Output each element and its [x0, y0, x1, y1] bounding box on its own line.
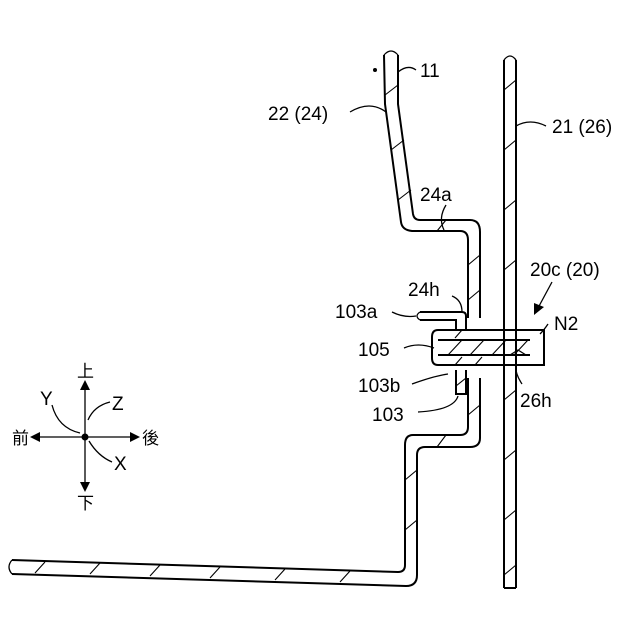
- label-103: 103: [372, 405, 404, 426]
- panel-21: [504, 56, 516, 588]
- label-103b: 103b: [358, 376, 400, 397]
- label-N2: N2: [554, 314, 578, 335]
- arrow-back-icon: [130, 432, 140, 442]
- axis-z-label: Z: [112, 394, 124, 415]
- label-11: 11: [420, 61, 440, 82]
- origin-dot-icon: [82, 434, 89, 441]
- axis-front-label: 前: [12, 429, 29, 449]
- axis-x-label: X: [114, 454, 127, 475]
- bracket-103: [417, 312, 466, 394]
- label-24a: 24a: [420, 185, 452, 206]
- label-21: 21 (26): [552, 117, 612, 138]
- reference-labels: 11 22 (24) 21 (26) 24a 20c (20) 24h 103a…: [268, 61, 612, 426]
- point-11: [373, 68, 377, 72]
- label-26h: 26h: [520, 391, 552, 412]
- axis-down-label: 下: [77, 494, 94, 514]
- axis-up-label: 上: [77, 362, 94, 382]
- axis-y-label: Y: [40, 389, 53, 410]
- arrow-down-icon: [80, 482, 90, 492]
- axis-back-label: 後: [142, 429, 159, 449]
- label-20c: 20c (20): [530, 260, 600, 281]
- fastener-105: [432, 330, 544, 365]
- orientation-indicator: 上 下 前 後 Y Z X: [12, 362, 159, 514]
- label-24h: 24h: [408, 280, 440, 301]
- label-22: 22 (24): [268, 104, 328, 125]
- label-105: 105: [358, 340, 390, 361]
- arrow-front-icon: [30, 432, 40, 442]
- label-103a: 103a: [335, 302, 378, 323]
